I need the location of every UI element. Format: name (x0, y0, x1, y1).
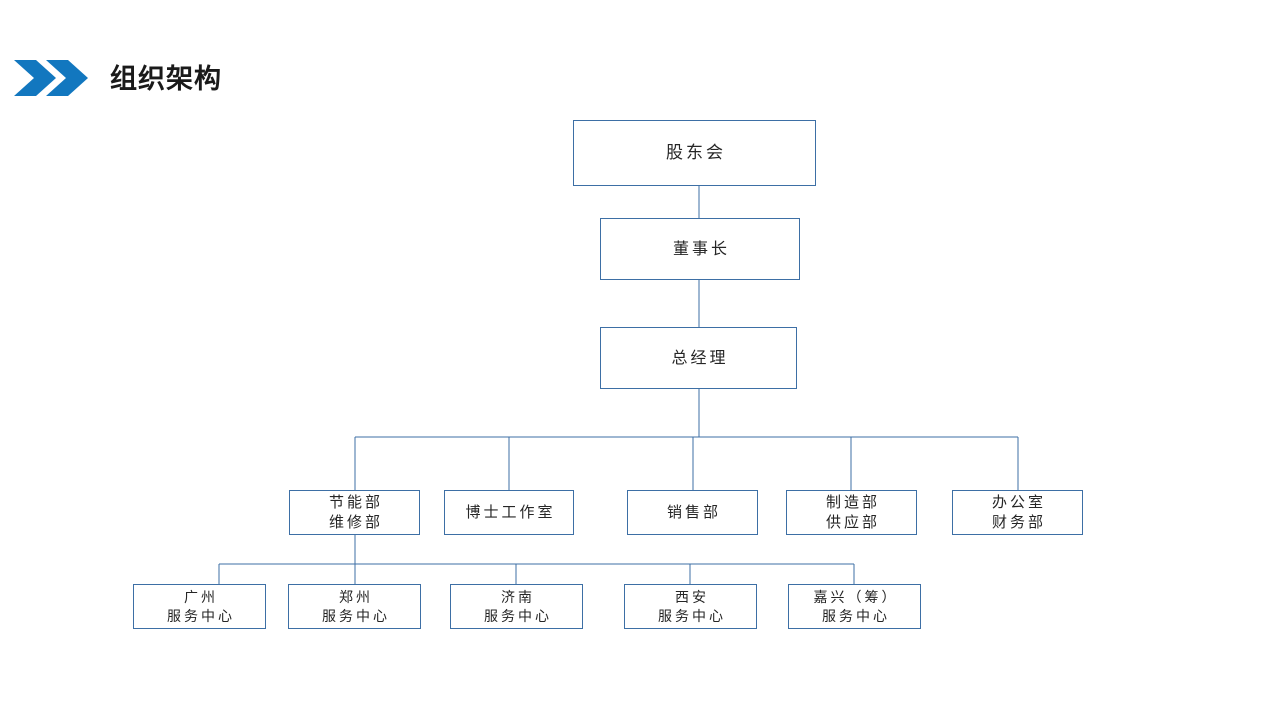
org-node-center-jinan[interactable]: 济南服务中心 (450, 584, 583, 629)
org-node-dept-manufacture[interactable]: 制造部供应部 (786, 490, 917, 535)
org-node-label: 服务中心 (322, 607, 390, 624)
org-node-label: 总经理 (671, 349, 729, 367)
org-node-label: 销售部 (666, 503, 721, 521)
chevron-svg (14, 60, 88, 96)
org-node-label: 供应部 (825, 513, 880, 531)
org-node-general-manager[interactable]: 总经理 (600, 327, 797, 389)
org-node-label: 服务中心 (484, 607, 552, 624)
org-node-label: 股东会 (666, 143, 726, 162)
org-node-dept-office[interactable]: 办公室财务部 (952, 490, 1083, 535)
org-node-center-zhengzhou[interactable]: 郑州服务中心 (288, 584, 421, 629)
org-node-label: 郑州 (339, 588, 373, 605)
org-node-shareholders[interactable]: 股东会 (573, 120, 816, 186)
org-node-label: 财务部 (991, 513, 1046, 531)
org-node-label: 维修部 (328, 513, 383, 531)
org-node-dept-energy[interactable]: 节能部维修部 (289, 490, 420, 535)
org-node-dept-sales[interactable]: 销售部 (627, 490, 758, 535)
org-node-label: 办公室 (991, 493, 1046, 511)
org-node-label: 服务中心 (658, 607, 726, 624)
org-node-label: 济南 (501, 588, 535, 605)
org-node-dept-doctor[interactable]: 博士工作室 (444, 490, 574, 535)
org-node-chairman[interactable]: 董事长 (600, 218, 800, 280)
org-node-label: 董事长 (672, 240, 730, 258)
org-node-label: 节能部 (328, 493, 383, 511)
org-node-center-jiaxing[interactable]: 嘉兴（筹） 服务中心 (788, 584, 921, 629)
org-node-label: 博士工作室 (465, 503, 556, 521)
page-title: 组织架构 (110, 64, 222, 94)
page-header: 组织架构 (0, 0, 1280, 120)
org-node-center-xian[interactable]: 西安服务中心 (624, 584, 757, 629)
org-node-label: 服务中心 (822, 607, 890, 624)
org-node-label: 广州 (184, 588, 218, 605)
double-chevron-right-icon (14, 58, 90, 98)
org-node-label: 制造部 (825, 493, 880, 511)
org-node-label: 西安 (675, 588, 709, 605)
org-node-label: 服务中心 (167, 607, 235, 624)
org-node-center-guangzhou[interactable]: 广州服务中心 (133, 584, 266, 629)
org-node-label: 嘉兴（筹） (813, 588, 899, 605)
